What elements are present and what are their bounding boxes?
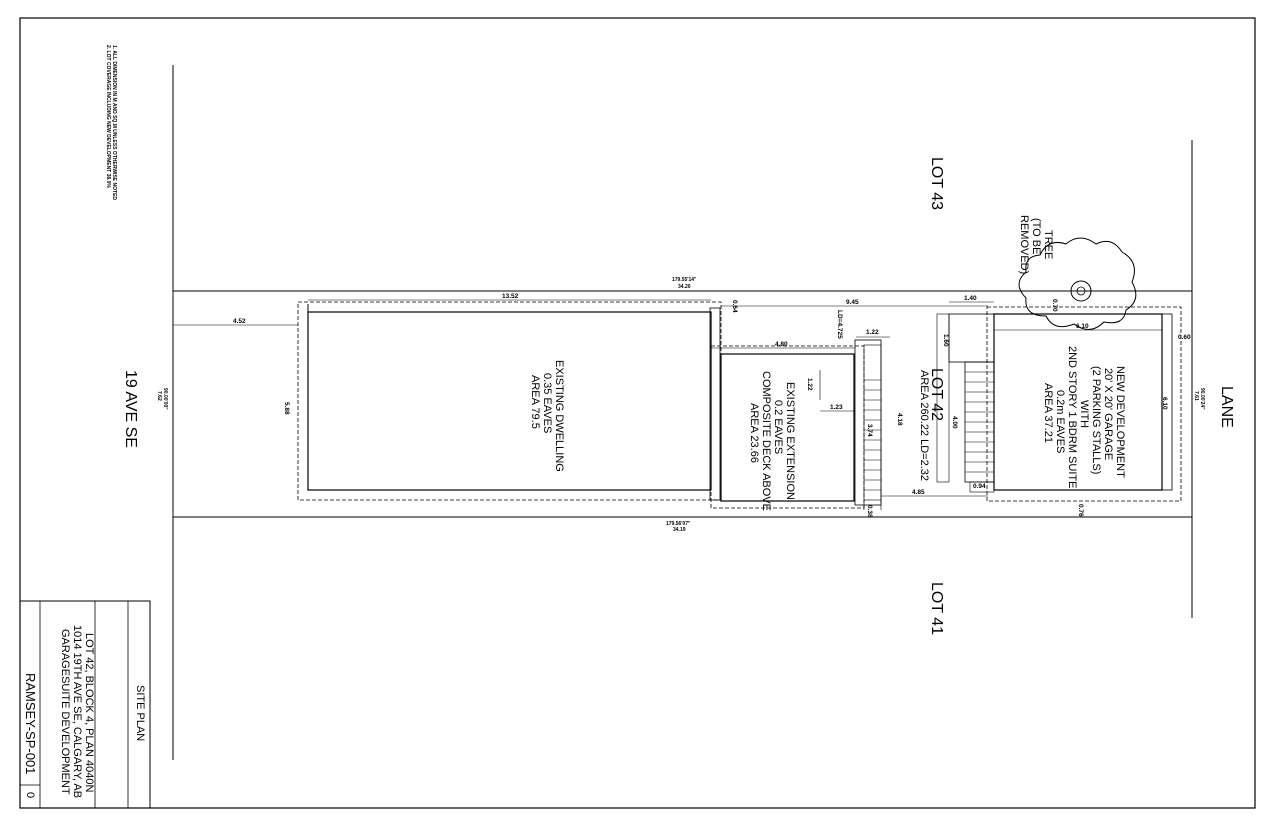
dwelling-label-2: 0.35 EAVES [541,373,553,433]
drawing-number: RAMSEY-SP-001 [23,673,38,774]
lot-label-south: LOT 41 [928,582,945,635]
note-1: 1. ALL DIMENSION IN M AND SQ.M UNLESS OT… [111,45,117,200]
dim-4-52: 4.52 [233,318,246,325]
sheet-border [19,17,1256,809]
title-block: SITE PLAN LOT 42, BLOCK 4, PLAN 4040N 10… [19,600,151,809]
bearing-south-length: 34.19 [673,527,686,533]
dim-3-74: 3.74 [866,424,873,437]
bearing-north-length: 34.20 [678,284,691,290]
dim-6-10-top: 6.10 [1076,323,1089,330]
garage-stairs [936,313,995,493]
dwelling-eaves [297,301,722,501]
garage-label-7: AREA 37.21 [1042,383,1054,443]
lot-label-subject: LOT 42 [928,368,945,421]
dim-1-60: 1.60 [942,334,949,347]
new-garage-development: NEW DEVELOPMENT 20' X 20' GARAGE (2 PARK… [986,306,1182,502]
dim-4-18: 4.18 [896,413,903,426]
dwelling-label-3: AREA 79.5 [529,375,541,429]
dim-0-94: 0.94 [973,483,986,490]
garage-label-3: (2 PARKING STALLS) [1090,366,1102,474]
dim-1-40: 1.40 [964,295,977,302]
lot-area-label: AREA 260.22 LD=2.32 [918,370,930,481]
bearing-west: 90.00'00" [162,388,168,410]
tree-icon: TREE (TO BE REMOVED) [1018,215,1137,330]
extension-label-3: COMPOSITE DECK ABOVE [760,371,772,511]
extension-label-2: 0.2 EAVES [772,400,784,454]
dwelling-label-1: EXISTING DWELLING [553,360,565,472]
dwelling-footprint [307,311,712,491]
dim-13-52: 13.52 [502,293,519,300]
title-line-3: GARAGESUITE DEVELOPMENT [59,629,71,795]
existing-extension: EXISTING EXTENSION 0.2 EAVES COMPOSITE D… [710,345,865,511]
bearing-east: 90.00'24" [1199,388,1205,410]
bearing-north: 179.55'14" [672,277,697,283]
dim-ld-4-725: LD=4.725 [836,310,843,339]
note-2: 2. LOT COVERAGE INCLUDING NEW DEVELOPMEN… [105,45,111,188]
dim-4-85: 4.85 [912,489,925,496]
garage-eaves [986,306,1182,502]
garage-label-2: 20' X 20' GARAGE [1102,368,1114,460]
dim-4-80: 4.80 [775,341,788,348]
dim-0-64: 0.64 [731,300,738,313]
street-label-rear: LANE [1218,386,1235,428]
dim-4-00: 4.00 [951,416,958,429]
extension-label-4: AREA 23.66 [748,403,760,463]
dim-0-60: 0.60 [1178,334,1191,341]
dimension-lines: 13.52 4.52 5.88 0.64 9.45 1.40 0.70 6.10… [173,293,1191,518]
existing-dwelling: EXISTING DWELLING 0.35 EAVES AREA 79.5 [297,301,722,501]
dim-1-22-a: 1.22 [866,329,879,336]
tree-label-2: (TO BE [1030,218,1042,254]
lot-label-north: LOT 43 [928,157,945,210]
dim-9-45: 9.45 [846,299,859,306]
extension-label-1: EXISTING EXTENSION [784,382,796,500]
dim-6-10-side: 6.10 [1161,397,1168,410]
sheet-title: SITE PLAN [134,685,146,741]
dim-0-38: 0.38 [866,505,873,518]
bearing-south: 179.56'07" [666,521,691,527]
extension-footprint [720,353,855,502]
garage-label-6: 0.2m EAVES [1054,390,1066,453]
tree-label-3: REMOVED) [1018,215,1030,274]
revision-number: 0 [24,792,36,798]
general-notes: 1. ALL DIMENSION IN M AND SQ.M UNLESS OT… [105,45,117,200]
garage-label-1: NEW DEVELOPMENT [1114,366,1126,478]
dim-5-88: 5.88 [283,402,290,415]
title-block-frame [19,600,151,809]
bearing-west-length: 7.62 [156,391,162,401]
garage-label-4: WITH [1078,400,1090,428]
dim-1-23: 1.23 [830,404,843,411]
title-line-2: 1014 19TH AVE SE, CALGARY, AB [71,625,83,798]
dim-0-76: 0.76 [1077,504,1084,517]
extension-stairs [854,339,882,510]
title-line-1: LOT 42, BLOCK 4, PLAN 4040N [83,633,95,792]
tree-label-1: TREE [1042,230,1054,259]
dim-0-70: 0.70 [1051,299,1058,312]
street-label-front: 19 AVE SE [122,370,139,448]
dim-1-22-b: 1.22 [806,378,813,391]
garage-label-5: 2ND STORY 1 BDRM SUITE [1066,346,1078,488]
bearing-east-length: 7.61 [1193,391,1199,401]
